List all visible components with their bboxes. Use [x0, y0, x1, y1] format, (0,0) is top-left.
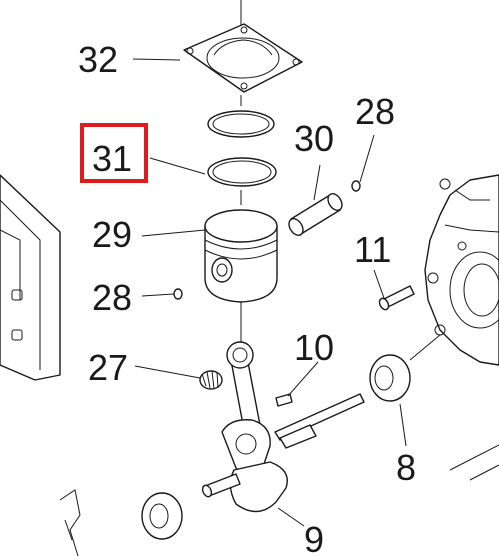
callout-28-lower[interactable]: 28: [92, 277, 132, 318]
bolt: [378, 285, 415, 311]
callout-10[interactable]: 10: [294, 327, 334, 368]
callout-8[interactable]: 8: [396, 447, 416, 488]
callout-27[interactable]: 27: [88, 347, 128, 388]
callout-labels: 32 31 30 28 29 11 28 27 10 8 9: [78, 39, 416, 556]
callout-31[interactable]: 31: [92, 138, 132, 179]
crankshaft-assembly: [201, 341, 365, 513]
highlight-box-31: [80, 123, 148, 183]
needle-bearing: [199, 370, 223, 390]
callout-30[interactable]: 30: [294, 118, 334, 159]
cylinder-gasket: [183, 23, 303, 93]
retaining-clip-upper: [351, 180, 361, 192]
retaining-clip-lower: [173, 288, 183, 300]
piston-pin: [288, 193, 343, 236]
callout-29[interactable]: 29: [92, 214, 132, 255]
piston-rings: [207, 110, 277, 187]
main-bearing-right: [369, 354, 411, 402]
callout-28-upper[interactable]: 28: [355, 91, 395, 132]
callout-9[interactable]: 9: [304, 519, 324, 556]
crankcase-right: [424, 174, 499, 481]
woodruff-key: [275, 393, 293, 407]
callout-11[interactable]: 11: [354, 229, 391, 270]
piston: [204, 209, 278, 303]
main-bearing-left: [141, 492, 183, 540]
engine-block-left: [0, 174, 61, 381]
bracket-fragment: [59, 489, 81, 556]
callout-32[interactable]: 32: [78, 39, 118, 80]
leader-lines: [132, 58, 441, 527]
